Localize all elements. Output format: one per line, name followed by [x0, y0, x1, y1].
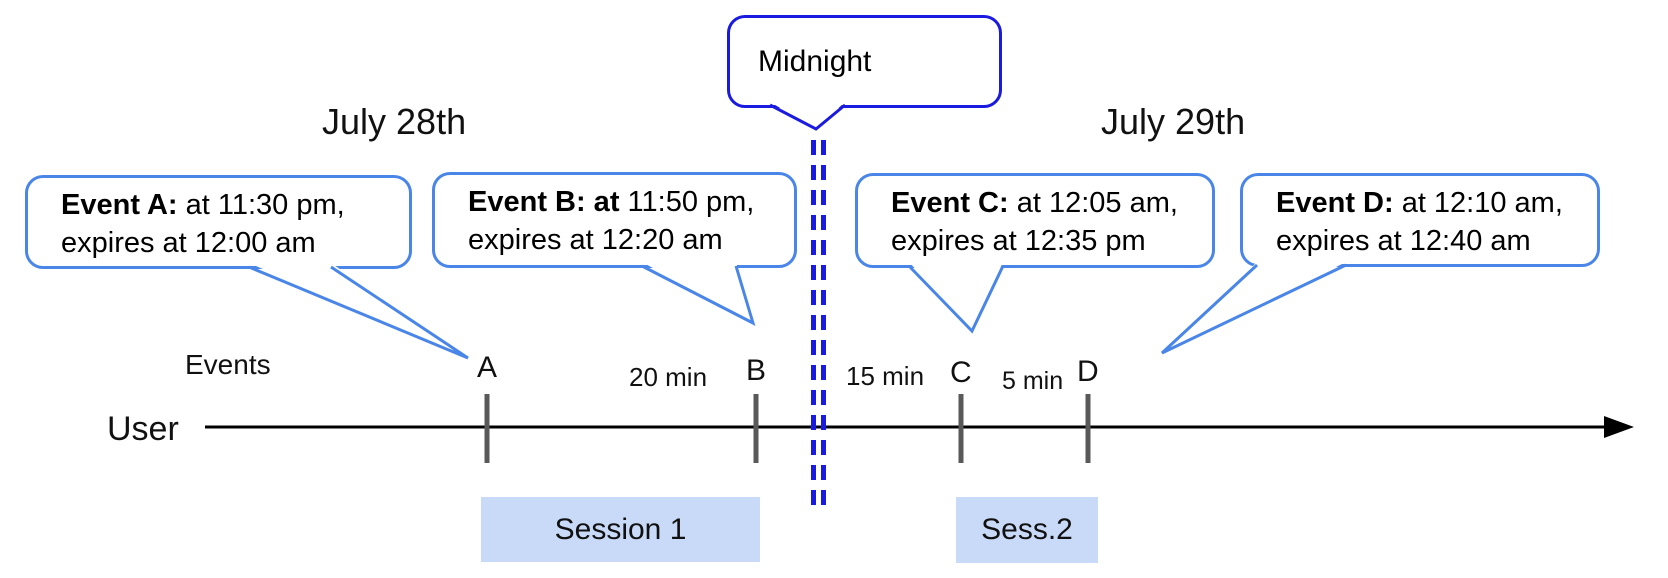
event-d-line2: expires at 12:40 am — [1276, 225, 1531, 257]
event-c-line1: Event C: at 12:05 am, — [891, 187, 1178, 219]
interval-20min-label: 20 min — [629, 362, 708, 392]
session-1-label: Session 1 — [554, 512, 687, 546]
event-c-tail-fill — [909, 262, 1003, 331]
event-b-line2: expires at 12:20 am — [468, 224, 723, 256]
session-2-box: Sess.2 — [956, 497, 1098, 563]
midnight-tail — [769, 103, 846, 131]
tick-label-d: D — [1077, 355, 1099, 388]
event-a-tail — [248, 265, 469, 360]
event-a-tail-fill — [249, 263, 468, 358]
interval-5min-label: 5 min — [1002, 367, 1064, 395]
event-b-tail-fill — [642, 262, 753, 323]
event-b-line1: Event B: at 11:50 pm, — [468, 186, 755, 218]
midnight-callout-label: Midnight — [758, 44, 872, 78]
event-d-tail-fill — [1162, 262, 1346, 353]
events-axis-label: Events — [185, 349, 271, 380]
timeline-arrowhead-icon — [1604, 416, 1634, 438]
event-d-callout: Event D: at 12:10 am, expires at 12:40 a… — [1240, 173, 1600, 267]
event-a-line1: Event A: at 11:30 pm, — [61, 189, 345, 221]
session-2-label: Sess.2 — [981, 513, 1073, 546]
midnight-callout: Midnight — [727, 15, 1002, 108]
event-b-tail — [641, 264, 756, 326]
event-c-tail — [907, 264, 1005, 334]
user-axis-label: User — [107, 410, 179, 448]
event-c-callout: Event C: at 12:05 am, expires at 12:35 p… — [855, 173, 1215, 268]
tick-label-c: C — [950, 356, 972, 389]
event-a-callout: Event A: at 11:30 pm, expires at 12:00 a… — [25, 175, 412, 269]
event-d-line1: Event D: at 12:10 am, — [1276, 187, 1563, 219]
session-1-box: Session 1 — [481, 497, 760, 562]
event-c-line2: expires at 12:35 pm — [891, 225, 1146, 257]
event-d-tail — [1160, 263, 1347, 355]
tick-label-a: A — [477, 351, 498, 384]
date-july-28: July 28th — [322, 101, 467, 142]
event-a-line2: expires at 12:00 am — [61, 227, 316, 259]
date-july-29: July 29th — [1101, 101, 1246, 142]
tick-label-b: B — [746, 354, 767, 387]
interval-15min-label: 15 min — [846, 361, 925, 391]
event-b-callout: Event B: at 11:50 pm, expires at 12:20 a… — [432, 172, 797, 268]
